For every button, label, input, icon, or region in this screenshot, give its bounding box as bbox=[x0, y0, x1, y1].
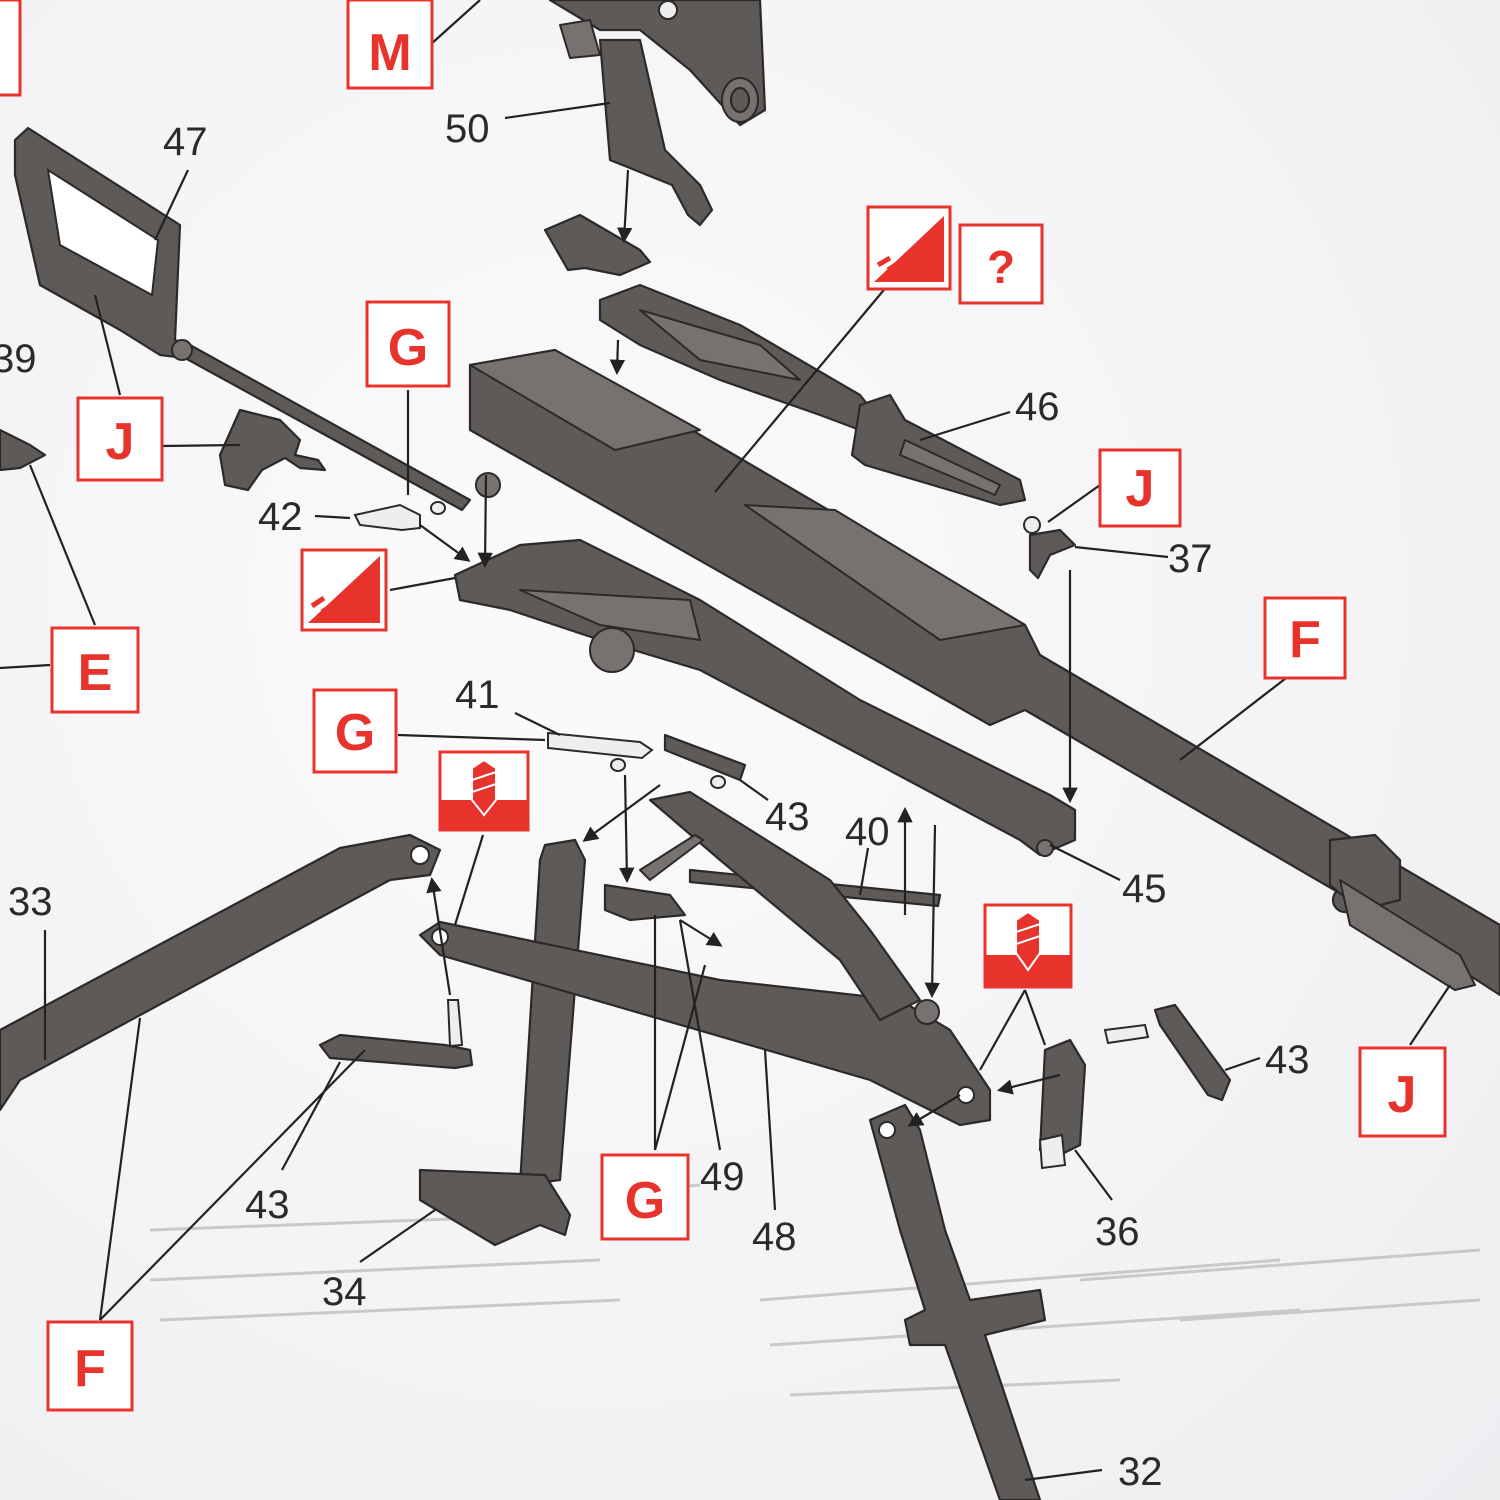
part-number-33: 33 bbox=[8, 880, 53, 924]
code-box-j-right-top: J bbox=[1098, 448, 1182, 528]
svg-text:J: J bbox=[1126, 460, 1155, 518]
svg-text:E: E bbox=[78, 644, 113, 702]
paint-stripe-icon bbox=[300, 548, 388, 632]
svg-text:M: M bbox=[368, 24, 411, 82]
part-49 bbox=[603, 834, 704, 922]
svg-text:G: G bbox=[335, 704, 375, 762]
part-33-leg bbox=[0, 833, 442, 1112]
part-41-pin bbox=[547, 731, 654, 772]
part-32-leg bbox=[868, 1103, 1047, 1500]
part-number-32: 32 bbox=[1118, 1450, 1163, 1494]
part-number-39: 39 bbox=[0, 337, 37, 381]
part-number-43-right: 43 bbox=[1265, 1038, 1310, 1082]
drill-icon bbox=[438, 750, 530, 832]
receiver-and-barrel bbox=[468, 348, 1500, 997]
svg-text:J: J bbox=[1388, 1066, 1417, 1124]
part-number-49: 49 bbox=[700, 1155, 745, 1199]
part-number-34: 34 bbox=[322, 1270, 367, 1314]
part-46 bbox=[850, 393, 1027, 507]
code-box-e: E bbox=[50, 626, 140, 714]
part-number-42: 42 bbox=[258, 495, 303, 539]
part-number-47: 47 bbox=[163, 120, 208, 164]
part-42-pin bbox=[353, 501, 446, 532]
code-box-j-left: J bbox=[76, 396, 164, 482]
code-box-f-legs: F bbox=[46, 1320, 134, 1412]
part-48-arm bbox=[418, 790, 992, 1127]
part-43-upper bbox=[663, 733, 747, 789]
part-number-40: 40 bbox=[845, 810, 890, 854]
drill-icon bbox=[983, 903, 1073, 989]
part-number-50: 50 bbox=[445, 107, 490, 151]
paint-stripe-icon bbox=[866, 205, 952, 291]
svg-text:F: F bbox=[1289, 611, 1321, 669]
svg-text:J: J bbox=[106, 413, 135, 471]
part-45-lower-frame bbox=[453, 538, 1077, 857]
code-box-m: M bbox=[346, 0, 434, 90]
assembly-arrows bbox=[419, 169, 1078, 1127]
part-50-scope bbox=[548, 0, 767, 227]
part-number-41: 41 bbox=[455, 673, 500, 717]
code-box-r: R bbox=[0, 0, 22, 97]
svg-text:G: G bbox=[625, 1172, 665, 1230]
part-number-37: 37 bbox=[1168, 537, 1213, 581]
part-number-43-left: 43 bbox=[245, 1183, 290, 1227]
part-43-left-crank bbox=[318, 999, 474, 1070]
part-number-36: 36 bbox=[1095, 1210, 1140, 1254]
part-number-43-upper: 43 bbox=[765, 795, 810, 839]
part-36 bbox=[1038, 1038, 1087, 1170]
color-code-labels: M R ? G J J E F bbox=[0, 0, 1447, 1412]
code-box-g-mid: G bbox=[312, 688, 398, 774]
part-number-45: 45 bbox=[1122, 867, 1167, 911]
code-box-g-top: G bbox=[365, 300, 451, 388]
part-39-fragment bbox=[0, 428, 47, 472]
part-number-labels: 50 47 39 46 42 37 41 43 40 45 33 43 49 4… bbox=[0, 107, 1310, 1494]
part-47-stock bbox=[13, 126, 472, 512]
leader-lines bbox=[0, 0, 1451, 1482]
svg-text:F: F bbox=[74, 1340, 106, 1398]
code-box-g-bottom: G bbox=[600, 1153, 690, 1241]
code-box-f-barrel: F bbox=[1263, 596, 1347, 680]
svg-text:G: G bbox=[388, 319, 428, 377]
part-number-48: 48 bbox=[752, 1215, 797, 1259]
code-box-question: ? bbox=[958, 223, 1044, 305]
part-37-bracket bbox=[1023, 516, 1077, 580]
part-number-46: 46 bbox=[1015, 385, 1060, 429]
part-43-right-crank bbox=[1103, 1003, 1232, 1102]
code-box-j-right-bottom: J bbox=[1358, 1046, 1447, 1138]
part-34-leg bbox=[418, 838, 587, 1247]
svg-text:?: ? bbox=[987, 241, 1015, 293]
